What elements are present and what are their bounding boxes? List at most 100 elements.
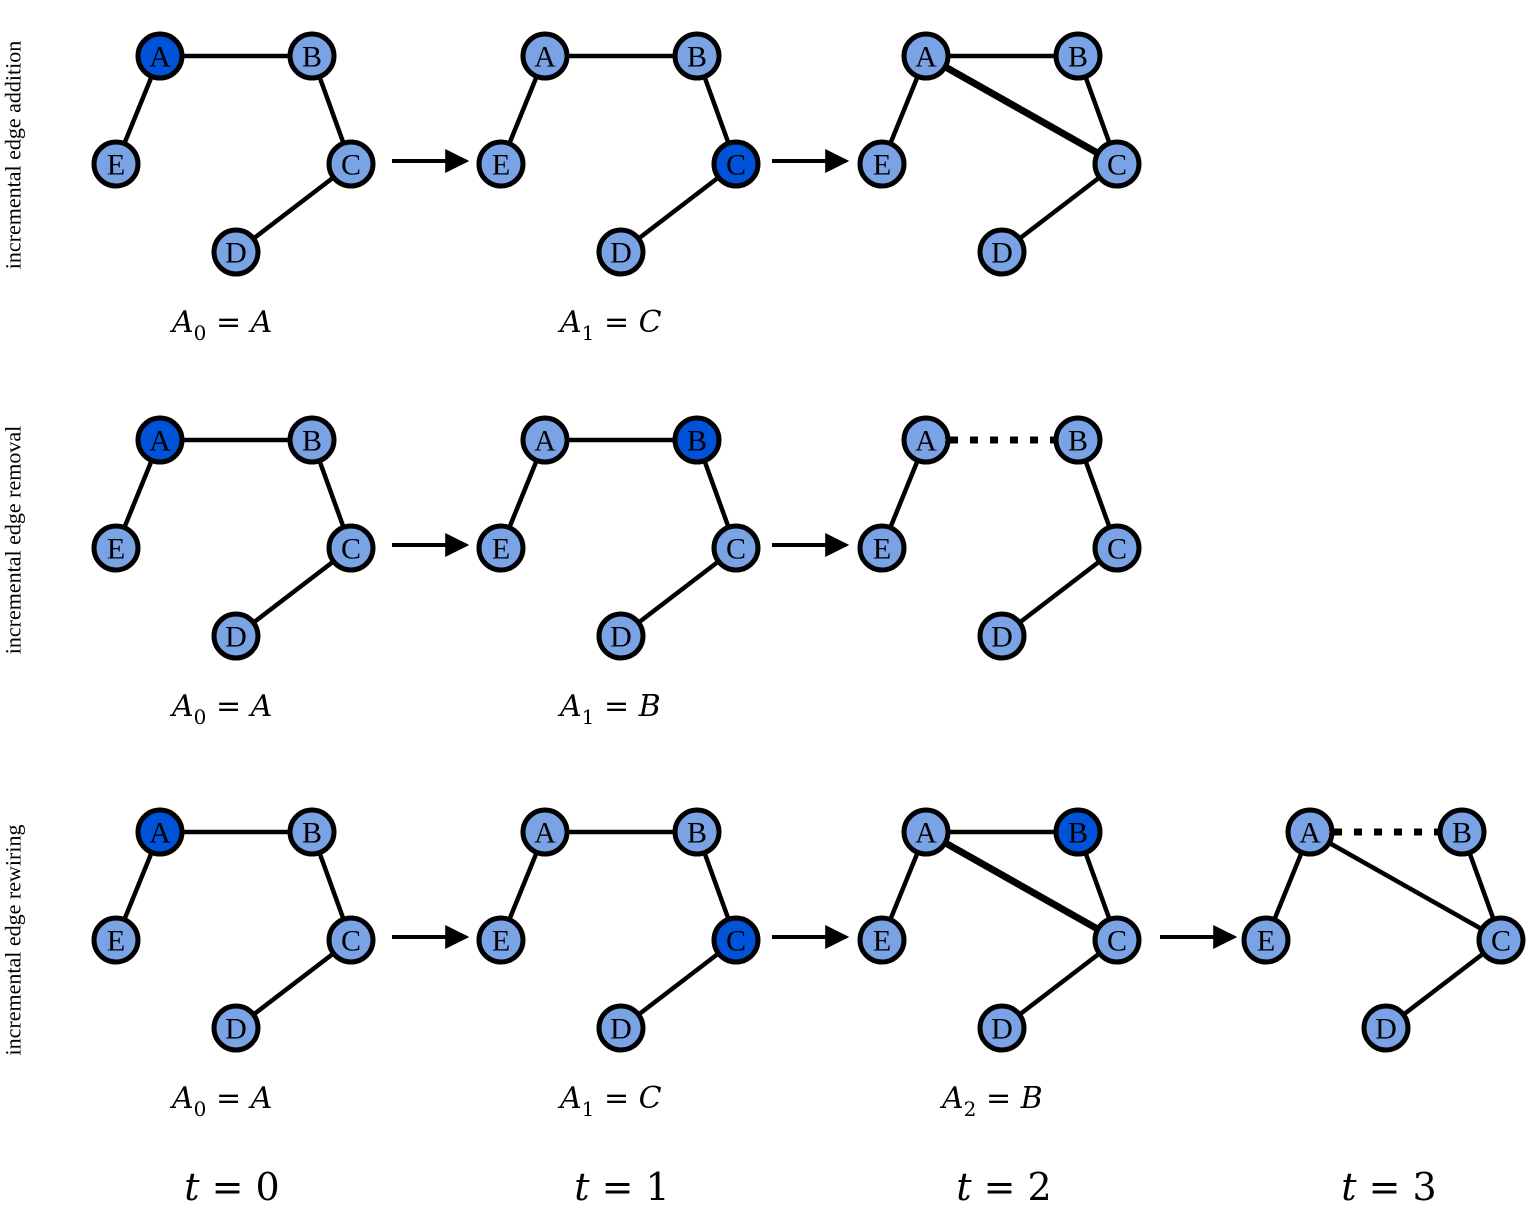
node-B: B xyxy=(287,31,337,81)
node-label: B xyxy=(1068,425,1088,458)
node-E: E xyxy=(857,139,907,189)
node-C: C xyxy=(1476,915,1526,965)
node-label: E xyxy=(873,533,891,566)
node-label: D xyxy=(225,621,247,654)
node-label: A xyxy=(915,817,937,850)
node-D: D xyxy=(211,227,261,277)
node-E: E xyxy=(91,523,141,573)
node-label: E xyxy=(107,149,125,182)
node-label: E xyxy=(492,925,510,958)
node-label: D xyxy=(991,621,1013,654)
node-B: B xyxy=(672,807,722,857)
node-label: E xyxy=(873,925,891,958)
node-label: C xyxy=(1107,925,1127,958)
node-D: D xyxy=(977,1003,1027,1053)
node-E: E xyxy=(1241,915,1291,965)
time-step-label: t = 3 xyxy=(1341,1165,1436,1206)
node-label: D xyxy=(610,1013,632,1046)
node-label: B xyxy=(687,425,707,458)
node-E: E xyxy=(476,139,526,189)
node-A: A xyxy=(901,415,951,465)
active-node-annotation: A0 = A xyxy=(169,305,272,345)
node-C: C xyxy=(326,915,376,965)
row-0: incremental edge addition A B C D E A0 = A A B C D… xyxy=(1,31,1142,345)
node-label: C xyxy=(341,925,361,958)
node-label: C xyxy=(726,533,746,566)
active-node-annotation: A2 = B xyxy=(939,1081,1043,1121)
active-node-annotation: A1 = C xyxy=(557,1081,662,1121)
node-label: B xyxy=(1068,41,1088,74)
node-A: A xyxy=(1285,807,1335,857)
row-label: incremental edge removal xyxy=(1,426,26,654)
node-label: C xyxy=(1107,533,1127,566)
active-node-annotation: A0 = A xyxy=(169,689,272,729)
node-B: B xyxy=(287,807,337,857)
node-B: B xyxy=(1053,415,1103,465)
node-D: D xyxy=(1361,1003,1411,1053)
node-label: B xyxy=(687,41,707,74)
node-label: D xyxy=(225,1013,247,1046)
node-E: E xyxy=(476,523,526,573)
node-C: C xyxy=(711,139,761,189)
edge-A-C xyxy=(1308,830,1503,942)
node-label: E xyxy=(873,149,891,182)
node-label: A xyxy=(149,817,171,850)
added-edge-A-C xyxy=(924,52,1119,168)
graph-panel: A B C D E A1 = C xyxy=(476,807,850,1121)
node-label: E xyxy=(492,149,510,182)
node-B: B xyxy=(672,31,722,81)
node-B: B xyxy=(1053,31,1103,81)
node-label: A xyxy=(915,425,937,458)
node-label: E xyxy=(107,533,125,566)
node-label: C xyxy=(1491,925,1511,958)
node-label: A xyxy=(149,425,171,458)
node-label: E xyxy=(492,533,510,566)
node-label: A xyxy=(534,817,556,850)
node-label: B xyxy=(302,817,322,850)
node-label: D xyxy=(610,621,632,654)
node-label: B xyxy=(302,425,322,458)
node-label: D xyxy=(225,237,247,270)
node-label: D xyxy=(991,1013,1013,1046)
node-E: E xyxy=(91,139,141,189)
node-E: E xyxy=(857,523,907,573)
node-A: A xyxy=(520,31,570,81)
node-D: D xyxy=(977,227,1027,277)
node-label: D xyxy=(610,237,632,270)
node-label: B xyxy=(302,41,322,74)
time-step-label: t = 2 xyxy=(956,1165,1051,1206)
node-label: C xyxy=(726,925,746,958)
graph-panel: A B C D E A2 = B xyxy=(857,807,1238,1121)
node-E: E xyxy=(476,915,526,965)
graph-panel: A B C D E A0 = A xyxy=(91,31,470,345)
node-C: C xyxy=(1092,523,1142,573)
node-label: D xyxy=(991,237,1013,270)
node-D: D xyxy=(211,611,261,661)
active-node-annotation: A1 = B xyxy=(557,689,661,729)
node-D: D xyxy=(596,1003,646,1053)
graph-panel: A B C D E xyxy=(857,31,1142,277)
time-step-label: t = 0 xyxy=(184,1165,279,1206)
graph-panel: A B C D E xyxy=(857,415,1142,661)
node-E: E xyxy=(857,915,907,965)
active-node-annotation: A0 = A xyxy=(169,1081,272,1121)
node-label: A xyxy=(534,41,556,74)
row-label: incremental edge addition xyxy=(1,41,26,269)
row-label: incremental edge rewiring xyxy=(1,825,26,1056)
node-label: B xyxy=(1068,817,1088,850)
node-B: B xyxy=(672,415,722,465)
row-1: incremental edge removal A B C D E A0 = A A B C D E… xyxy=(1,415,1142,729)
node-C: C xyxy=(326,139,376,189)
node-A: A xyxy=(901,807,951,857)
node-C: C xyxy=(711,915,761,965)
node-B: B xyxy=(1437,807,1487,857)
node-B: B xyxy=(1053,807,1103,857)
node-C: C xyxy=(1092,915,1142,965)
node-label: A xyxy=(149,41,171,74)
node-label: C xyxy=(1107,149,1127,182)
node-label: A xyxy=(915,41,937,74)
row-2: incremental edge rewiring A B C D E A0 = A A B C D… xyxy=(1,807,1526,1121)
